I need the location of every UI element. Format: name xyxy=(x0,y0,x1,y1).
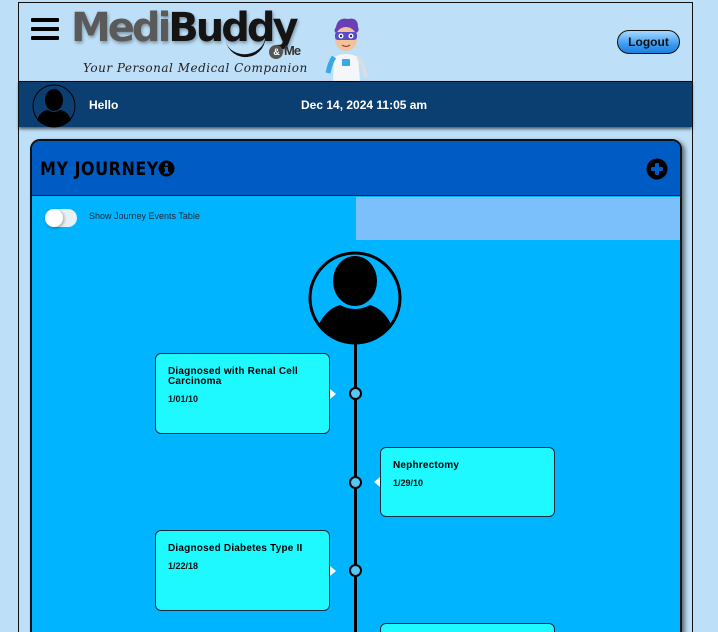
event-pointer-icon xyxy=(330,389,336,399)
event-title: Nephrectomy xyxy=(393,460,460,471)
event-date: 1/01/10 xyxy=(168,394,199,404)
greeting-text: Hello xyxy=(89,98,119,112)
current-datetime: Dec 14, 2024 11:05 am xyxy=(301,98,428,112)
journey-event-card[interactable]: Diagnosed with Renal Cell Carcinoma 1/01… xyxy=(155,353,330,434)
event-title: Diagnosed Diabetes Type II xyxy=(168,543,303,554)
app-frame: MediBuddy &Me Your Personal Medical Comp… xyxy=(18,2,693,632)
journey-panel: MY JOURNEY Show Journey Events Table xyxy=(30,139,682,632)
mascot-icon xyxy=(325,18,368,81)
event-date: 1/29/10 xyxy=(393,478,424,488)
tagline: Your Personal Medical Companion xyxy=(83,61,308,75)
journey-event-card[interactable] xyxy=(380,623,555,632)
journey-title: MY JOURNEY xyxy=(40,157,159,180)
toggle-label: Show Journey Events Table xyxy=(89,211,200,221)
logout-button[interactable]: Logout xyxy=(617,30,680,54)
logo-me-suffix: &Me xyxy=(269,43,301,59)
user-avatar-icon[interactable] xyxy=(32,84,76,128)
hamburger-menu-icon[interactable] xyxy=(31,18,59,40)
journey-event-card[interactable]: Nephrectomy 1/29/10 xyxy=(380,447,555,517)
journey-header: MY JOURNEY xyxy=(32,141,680,196)
timeline-node[interactable] xyxy=(349,387,362,400)
timeline-node[interactable] xyxy=(349,476,362,489)
add-event-icon[interactable] xyxy=(646,158,668,180)
event-date: 1/22/18 xyxy=(168,561,199,571)
toggle-knob xyxy=(45,209,63,227)
timeline-node[interactable] xyxy=(349,564,362,577)
info-icon[interactable] xyxy=(158,160,175,177)
header: MediBuddy &Me Your Personal Medical Comp… xyxy=(19,3,692,81)
toolbar-filler xyxy=(356,197,680,240)
medibuddy-logo: MediBuddy &Me Your Personal Medical Comp… xyxy=(71,3,311,81)
event-title: Diagnosed with Renal Cell Carcinoma xyxy=(168,366,299,387)
event-pointer-icon xyxy=(374,477,380,487)
timeline-avatar-icon xyxy=(308,251,402,345)
show-events-table-toggle[interactable] xyxy=(45,209,77,227)
greeting-bar: Hello Dec 14, 2024 11:05 am xyxy=(19,81,692,128)
event-pointer-icon xyxy=(330,566,336,576)
journey-event-card[interactable]: Diagnosed Diabetes Type II 1/22/18 xyxy=(155,530,330,611)
logo-wordmark: MediBuddy xyxy=(71,5,299,51)
